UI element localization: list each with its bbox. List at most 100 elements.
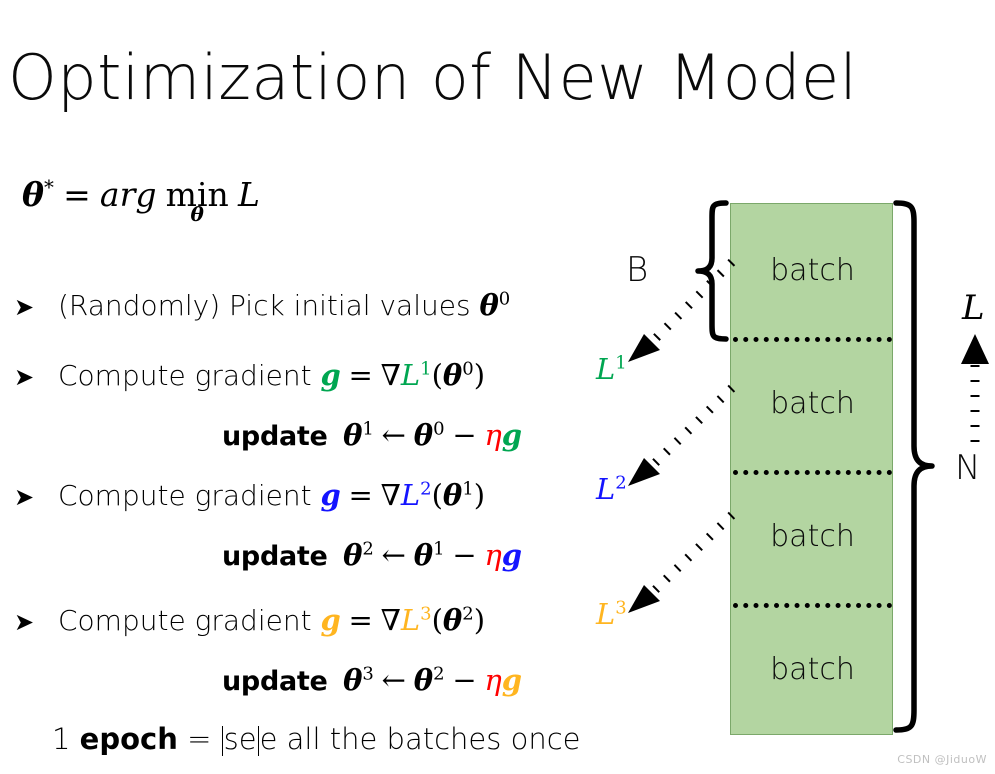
bullet-compute-gradient-1: ➤Compute gradient g = ∇L1(θ0)	[14, 358, 485, 394]
batch-cell: batch	[770, 386, 855, 421]
objective-formula: θ* = arg min θ L	[22, 175, 260, 224]
loss-symbol: L	[400, 478, 421, 512]
min-subscript-theta: θ	[190, 202, 204, 226]
loss-superscript: 3	[420, 603, 432, 625]
theta-new-symbol: θ	[343, 418, 363, 452]
dataset-column: batch batch batch batch	[730, 203, 893, 735]
theta-old-superscript: 0	[433, 418, 445, 440]
update-line-3: update θ3 ← θ2 − ηg	[222, 663, 522, 699]
brace-b-label: B	[626, 250, 649, 290]
theta-star-symbol: θ	[22, 175, 45, 214]
epoch-prefix: 1	[52, 722, 80, 756]
batch-separator	[733, 337, 892, 342]
gradient-g-symbol: g	[320, 478, 341, 512]
theta-symbol: θ	[442, 358, 463, 392]
left-arrow-icon: ←	[381, 663, 406, 697]
eta-symbol: η	[484, 538, 502, 572]
equals-sign: =	[348, 478, 373, 512]
minus-sign: −	[452, 418, 477, 452]
equals-sign: =	[63, 175, 91, 214]
loss-symbol: L	[596, 597, 616, 631]
update-label: update	[222, 666, 328, 697]
update-label: update	[222, 421, 328, 452]
loss-symbol: L	[962, 288, 985, 328]
close-paren: )	[473, 478, 486, 512]
bullet-text: Compute gradient	[58, 359, 321, 392]
eta-symbol: η	[484, 418, 502, 452]
theta-superscript: 0	[498, 288, 511, 310]
epoch-rest-a: se	[223, 722, 257, 756]
left-arrow-icon: ←	[381, 538, 406, 572]
page-title: Optimization of New Model	[8, 41, 858, 114]
epoch-equals: =	[177, 722, 221, 756]
nabla-icon: ∇	[380, 603, 401, 637]
arrow-bullet-icon: ➤	[14, 363, 35, 391]
minus-sign: −	[452, 538, 477, 572]
theta-old-superscript: 2	[433, 663, 445, 685]
theta-superscript: 0	[462, 358, 474, 380]
gradient-g-symbol: g	[501, 538, 523, 572]
text-caret-icon	[257, 726, 259, 756]
gradient-g-symbol: g	[320, 358, 341, 392]
loss-tag-3: L3	[596, 597, 627, 632]
open-paren: (	[431, 358, 443, 392]
loss-symbol: L	[596, 352, 616, 386]
bullet-text: Compute gradient	[58, 604, 321, 637]
epoch-rest-b: e all the batches once	[259, 722, 581, 756]
min-operator: min	[165, 175, 229, 214]
loss-superscript: 1	[420, 358, 432, 380]
batch-cell: batch	[770, 652, 855, 687]
batch-separator	[733, 470, 892, 475]
theta-new-superscript: 3	[362, 663, 374, 685]
gradient-g-symbol: g	[501, 663, 523, 697]
theta-superscript: 2	[462, 603, 474, 625]
bullet-text: (Randomly) Pick initial values	[58, 289, 480, 322]
theta-superscript: 1	[462, 478, 474, 500]
loss-superscript: 3	[615, 597, 627, 619]
nabla-icon: ∇	[380, 358, 401, 392]
loss-tag-1: L1	[596, 352, 627, 387]
loss-superscript: 1	[615, 352, 627, 374]
equals-sign: =	[348, 358, 373, 392]
loss-symbol: L	[400, 358, 421, 392]
bullet-text: Compute gradient	[58, 479, 321, 512]
theta-new-symbol: θ	[343, 538, 363, 572]
bullet-compute-gradient-2: ➤Compute gradient g = ∇L2(θ1)	[14, 478, 485, 514]
arrow-bullet-icon: ➤	[14, 483, 35, 511]
gradient-arrow-1-icon	[628, 258, 736, 362]
bullet-pick-initial-values: ➤(Randomly) Pick initial values θ0	[14, 288, 510, 324]
epoch-keyword: epoch	[79, 722, 178, 756]
theta-symbol: θ	[442, 478, 463, 512]
brace-b-shape	[695, 200, 729, 342]
batch-cell: batch	[770, 519, 855, 554]
loss-symbol: L	[237, 175, 260, 214]
arg-operator: arg	[99, 175, 157, 214]
bullet-compute-gradient-3: ➤Compute gradient g = ∇L3(θ2)	[14, 603, 485, 639]
theta-symbol: θ	[442, 603, 463, 637]
axis-label-l: L	[962, 288, 985, 328]
open-paren: (	[431, 478, 443, 512]
eta-symbol: η	[484, 663, 502, 697]
arrow-bullet-icon: ➤	[14, 293, 35, 321]
theta-new-symbol: θ	[343, 663, 363, 697]
update-line-2: update θ2 ← θ1 − ηg	[222, 538, 522, 574]
theta-old-symbol: θ	[413, 663, 434, 697]
loss-superscript: 2	[615, 472, 627, 494]
loss-symbol: L	[400, 603, 421, 637]
arrow-bullet-icon: ➤	[14, 608, 35, 636]
loss-symbol: L	[596, 472, 616, 506]
gradient-g-symbol: g	[320, 603, 341, 637]
brace-n-label: N	[955, 448, 981, 488]
batch-separator	[733, 603, 892, 608]
gradient-arrow-3-icon	[628, 511, 736, 613]
close-paren: )	[473, 603, 486, 637]
theta-old-superscript: 1	[433, 538, 445, 560]
open-paren: (	[431, 603, 443, 637]
update-label: update	[222, 541, 328, 572]
gradient-arrow-2-icon	[628, 384, 736, 486]
theta-old-symbol: θ	[413, 538, 434, 572]
brace-n-shape	[893, 200, 935, 733]
update-line-1: update θ1 ← θ0 − ηg	[222, 418, 522, 454]
